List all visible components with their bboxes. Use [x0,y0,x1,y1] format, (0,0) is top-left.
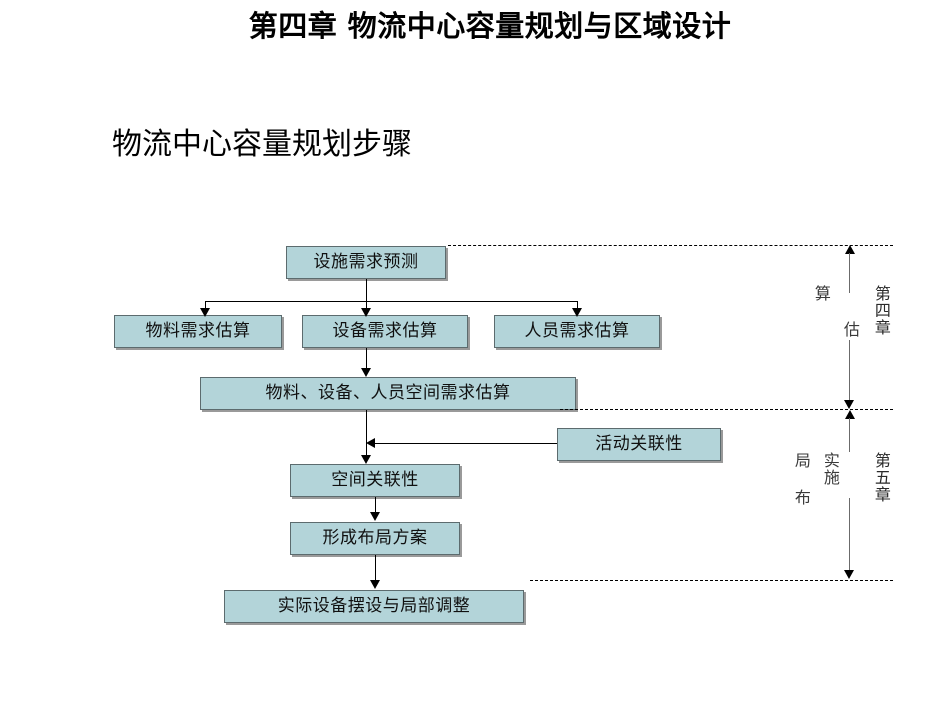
connector-space-to-relation [366,410,367,456]
connector-fanout-bar [205,301,577,302]
phase-four-stage-label-right: 估 [840,321,860,338]
phase-divider-bottom [530,580,893,581]
arrowhead-to-space-relation [361,455,371,464]
flow-node-actual-adjust[interactable]: 实际设备摆设与局部调整 [224,590,524,623]
phase-divider-top [448,245,893,246]
arrowhead-to-space-estimate [361,368,371,377]
connector-activity-to-trunk [374,443,557,444]
page-title: 第四章 物流中心容量规划与区域设计 [248,9,732,43]
connector-fanout-left [205,301,206,310]
phase-four-stage-label-left: 算 [811,285,831,302]
phase-five-chapter-label: 第五章 [871,452,891,503]
phase-five-line-lower [849,498,850,570]
arrowhead-to-personnel-estimate [572,308,582,317]
section-subtitle: 物流中心容量规划步骤 [112,127,412,162]
phase-five-line-upper [849,418,850,452]
flow-node-equipment-estimate[interactable]: 设备需求估算 [302,315,468,348]
phase-five-stage-label-left-2: 布 [791,489,811,506]
flow-node-activity-relation[interactable]: 活动关联性 [557,428,721,461]
arrowhead-to-material-estimate [200,308,210,317]
flow-node-demand-forecast[interactable]: 设施需求预测 [286,246,446,279]
arrowhead-to-equipment-estimate [361,308,371,317]
phase-five-stage-label-left: 局 [791,452,811,469]
connector-fanout-right [577,301,578,310]
connector-relation-to-layout [375,497,376,514]
phase-five-arrow-up [845,410,855,419]
connector-fanout-center [366,301,367,310]
arrowhead-to-layout-plan [370,512,380,521]
phase-four-line-upper [849,253,850,293]
connector-forecast-trunk [366,279,367,301]
phase-four-line-lower [849,340,850,405]
flow-node-personnel-estimate[interactable]: 人员需求估算 [494,315,660,348]
connector-equipment-to-space [366,348,367,370]
phase-four-arrow-down [844,400,854,409]
flow-node-layout-plan[interactable]: 形成布局方案 [290,522,460,555]
phase-four-chapter-label: 第四章 [871,285,891,336]
arrowhead-to-actual-adjust [370,580,380,589]
phase-five-stage-label-right: 实施 [820,452,840,486]
flow-node-material-estimate[interactable]: 物料需求估算 [114,315,282,348]
flow-node-space-relation[interactable]: 空间关联性 [290,464,460,497]
phase-divider-middle [560,409,893,410]
flow-node-space-estimate[interactable]: 物料、设备、人员空间需求估算 [200,377,576,410]
arrowhead-to-trunk-from-activity [366,438,375,448]
phase-four-arrow-up [845,245,855,254]
connector-layout-to-actual [375,555,376,582]
phase-five-arrow-down [844,570,854,579]
